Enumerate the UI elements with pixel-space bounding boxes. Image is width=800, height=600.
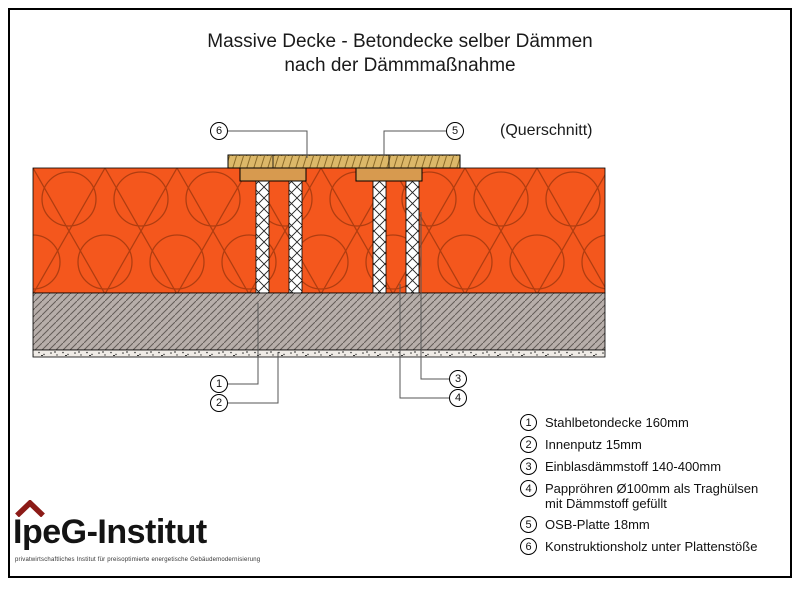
callout-number: 2 bbox=[215, 397, 223, 409]
legend-badge-5: 5 bbox=[520, 516, 537, 533]
legend-text-3: Einblasdämmstoff 140-400mm bbox=[545, 459, 722, 474]
logo-roof-icon bbox=[15, 500, 45, 517]
logo: IpeG-Institut privatwirtschaftliches Ins… bbox=[13, 500, 313, 572]
insulation-layer bbox=[32, 167, 606, 294]
legend-badge-4: 4 bbox=[520, 480, 537, 497]
title-line1: Massive Decke - Betondecke selber Dämmen bbox=[207, 31, 593, 52]
plaster-layer bbox=[32, 349, 606, 358]
leader-2 bbox=[228, 352, 279, 404]
legend-text-4: Pappröhren Ø100mm als Traghülsen mit Däm… bbox=[545, 480, 758, 511]
legend-text-1: Stahlbetondecke 160mm bbox=[545, 415, 689, 430]
legend-number: 6 bbox=[525, 540, 532, 553]
title-line2: nach der Dämmmaßnahme bbox=[284, 55, 516, 76]
leader-lines bbox=[228, 130, 449, 404]
callout-number: 4 bbox=[454, 392, 462, 404]
leader-1 bbox=[228, 303, 259, 385]
legend: 1 Stahlbetondecke 160mm 2 Innenputz 15mm… bbox=[520, 414, 758, 560]
page-title: Massive Decke - Betondecke selber Dämmen… bbox=[0, 30, 800, 78]
legend-number: 2 bbox=[525, 438, 532, 451]
leader-5 bbox=[383, 130, 446, 156]
callout-2: 2 bbox=[210, 394, 228, 412]
callout-number: 1 bbox=[215, 378, 223, 390]
callout-number: 5 bbox=[451, 125, 459, 137]
leader-6 bbox=[228, 130, 308, 158]
view-label: (Querschnitt) bbox=[500, 122, 593, 139]
legend-badge-3: 3 bbox=[520, 458, 537, 475]
wood-block-1 bbox=[239, 167, 307, 182]
callout-1: 1 bbox=[210, 375, 228, 393]
legend-text-6: Konstruktionsholz unter Plattenstöße bbox=[545, 539, 758, 554]
legend-number: 1 bbox=[525, 416, 532, 429]
logo-tagline: privatwirtschaftliches Institut für prei… bbox=[15, 557, 261, 563]
callout-4: 4 bbox=[449, 389, 467, 407]
legend-item-5: 5 OSB-Platte 18mm bbox=[520, 516, 758, 533]
legend-badge-1: 1 bbox=[520, 414, 537, 431]
legend-item-1: 1 Stahlbetondecke 160mm bbox=[520, 414, 758, 431]
leader-3 bbox=[420, 212, 449, 380]
legend-text-4-line1: Pappröhren Ø100mm als Traghülsen bbox=[545, 481, 759, 496]
leader-4 bbox=[399, 284, 449, 399]
legend-item-6: 6 Konstruktionsholz unter Plattenstöße bbox=[520, 538, 758, 555]
legend-badge-2: 2 bbox=[520, 436, 537, 453]
legend-text-4-line2: mit Dämmstoff gefüllt bbox=[545, 496, 667, 511]
wood-block-2 bbox=[355, 167, 423, 182]
logo-name: IpeG-Institut bbox=[13, 513, 207, 551]
legend-item-4: 4 Pappröhren Ø100mm als Traghülsen mit D… bbox=[520, 480, 758, 511]
callout-number: 6 bbox=[215, 125, 223, 137]
callout-number: 3 bbox=[454, 373, 462, 385]
concrete-layer bbox=[32, 292, 606, 351]
osb-plate bbox=[227, 154, 461, 169]
legend-badge-6: 6 bbox=[520, 538, 537, 555]
legend-item-2: 2 Innenputz 15mm bbox=[520, 436, 758, 453]
callout-3: 3 bbox=[449, 370, 467, 388]
legend-number: 3 bbox=[525, 460, 532, 473]
legend-item-3: 3 Einblasdämmstoff 140-400mm bbox=[520, 458, 758, 475]
legend-text-2: Innenputz 15mm bbox=[545, 437, 642, 452]
legend-text-5: OSB-Platte 18mm bbox=[545, 517, 650, 532]
callout-5: 5 bbox=[446, 122, 464, 140]
legend-number: 4 bbox=[525, 482, 532, 495]
cardboard-tube-2 bbox=[372, 167, 420, 294]
callout-6: 6 bbox=[210, 122, 228, 140]
legend-number: 5 bbox=[525, 518, 532, 531]
